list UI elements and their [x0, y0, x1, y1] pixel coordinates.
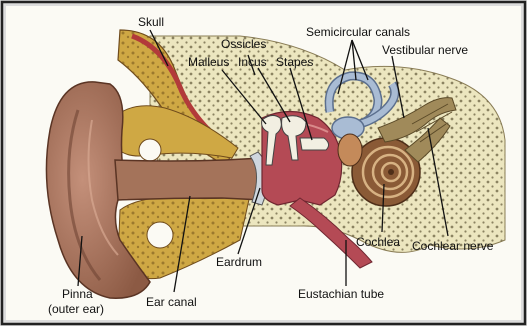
label-eardrum: Eardrum	[216, 255, 262, 269]
cartilage-blob-lower	[147, 222, 173, 248]
stapes-bone	[300, 138, 329, 150]
label-ear-canal: Ear canal	[146, 295, 197, 309]
label-pinna-subtitle: (outer ear)	[48, 302, 104, 316]
label-eustachian-tube: Eustachian tube	[298, 287, 384, 301]
label-vestibular-nerve: Vestibular nerve	[382, 43, 468, 57]
vestibule	[338, 134, 362, 166]
label-stapes: Stapes	[276, 55, 313, 69]
label-cochlea: Cochlea	[356, 235, 400, 249]
label-cochlear-nerve: Cochlear nerve	[412, 239, 494, 253]
label-malleus: Malleus	[188, 55, 229, 69]
label-pinna: Pinna	[62, 287, 93, 301]
label-incus: Incus	[238, 55, 267, 69]
cartilage-blob-upper	[139, 139, 161, 161]
ear-canal-shape	[115, 158, 262, 200]
label-ossicles: Ossicles	[221, 37, 266, 51]
label-skull: Skull	[138, 15, 164, 29]
label-semicircular-canals: Semicircular canals	[306, 25, 410, 39]
